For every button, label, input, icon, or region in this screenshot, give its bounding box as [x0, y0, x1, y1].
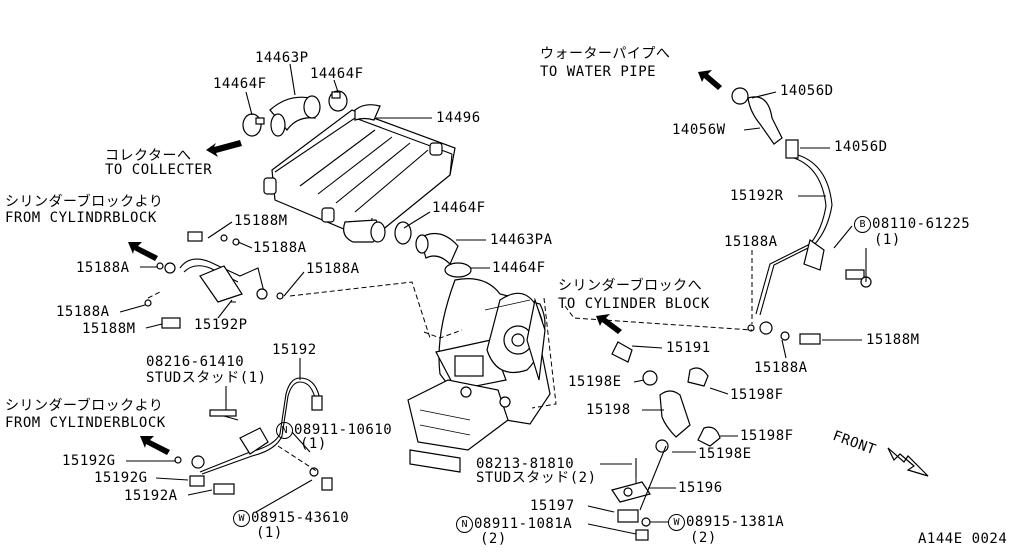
quantity-label: (1) — [256, 525, 283, 541]
part-label-15188a: 15188A — [76, 260, 130, 276]
note-water-pipe-jp: ウォーターパイプへ — [540, 46, 671, 62]
note-cylinder-from-en: FROM CYLINDERBLOCK — [5, 415, 166, 431]
part-label-15192g: 15192G — [94, 470, 148, 486]
note-cylinder-to-jp: シリンダーブロックへ — [558, 278, 703, 294]
part-label-15192a: 15192A — [124, 488, 178, 504]
part-label-15191: 15191 — [666, 340, 711, 356]
part-label-14464f: 14464F — [432, 200, 486, 216]
note-cylinder-to-en: TO CYLINDER BLOCK — [558, 296, 710, 312]
part-label-15192: 15192 — [272, 342, 317, 358]
part-label-08213-81810: 08213-81810 — [476, 456, 575, 472]
leader-lines — [119, 63, 867, 535]
part-label-15198e: 15198E — [698, 446, 752, 462]
hose-14463pa — [394, 221, 472, 278]
intercooler-14496 — [263, 104, 456, 243]
stud-label-2: STUDスタッド(2) — [476, 470, 597, 486]
part-label-15198f: 15198F — [740, 428, 794, 444]
part-label-15188a: 15188A — [754, 360, 808, 376]
part-label-14463pa: 14463PA — [490, 232, 553, 248]
oil-pipe-15192 — [174, 377, 333, 495]
stud-label-1: STUDスタッド(1) — [146, 370, 267, 386]
part-label-14056d: 14056D — [780, 83, 834, 99]
water-fittings-15198 — [611, 341, 721, 541]
oil-pipe-15192p — [144, 231, 284, 329]
direction-arrow-icon — [140, 436, 170, 455]
part-label-15188m: 15188M — [866, 332, 920, 348]
part-label-14464f: 14464F — [492, 260, 546, 276]
part-label-08216-61410: 08216-61410 — [146, 354, 245, 370]
part-label-15188a: 15188A — [724, 234, 778, 250]
part-label-15188a: 15188A — [306, 261, 360, 277]
part-label-14056w: 14056W — [672, 122, 726, 138]
note-cylinder-from-jp: シリンダーブロックより — [5, 194, 164, 210]
part-label-15188a: 15188A — [56, 304, 110, 320]
part-label-14463p: 14463P — [255, 50, 309, 66]
bolt-symbol-icon: B — [854, 216, 871, 233]
part-label-15198f: 15198F — [730, 387, 784, 403]
direction-arrow-icon — [128, 242, 158, 261]
part-label-14464f: 14464F — [213, 76, 267, 92]
washer-symbol-icon: W — [233, 510, 250, 527]
part-label-15198e: 15198E — [568, 374, 622, 390]
part-label-14496: 14496 — [436, 110, 481, 126]
washer-symbol-icon: W — [668, 514, 685, 531]
part-label-15196: 15196 — [678, 480, 723, 496]
routing-lines — [147, 250, 753, 486]
part-label-15192g: 15192G — [62, 453, 116, 469]
diagram-code: A144E 0024 — [918, 531, 1008, 547]
part-label-15192p: 15192P — [194, 317, 248, 333]
nut-symbol-icon: N — [456, 516, 473, 533]
part-label-15197: 15197 — [530, 498, 575, 514]
note-cylinder-from-en: FROM CYLINDRBLOCK — [5, 210, 157, 226]
quantity-label: (2) — [690, 530, 717, 546]
quantity-label: (2) — [480, 531, 507, 547]
quantity-label: (1) — [300, 436, 327, 452]
direction-arrow-icon — [698, 70, 722, 90]
front-arrow-icon — [887, 447, 929, 477]
part-label-15198: 15198 — [586, 402, 631, 418]
part-label-14056d: 14056D — [834, 139, 888, 155]
nut-symbol-icon: N — [276, 422, 293, 439]
turbocharger — [407, 278, 551, 473]
direction-arrow-icon — [596, 314, 622, 334]
part-label-15192r: 15192R — [730, 188, 784, 204]
part-label-14464f: 14464F — [310, 66, 364, 82]
note-water-pipe-en: TO WATER PIPE — [540, 64, 657, 80]
part-label-15188m: 15188M — [234, 213, 288, 229]
direction-arrow-icon — [206, 140, 242, 157]
note-collecter-jp: コレクターへ — [105, 148, 192, 164]
note-collecter-en: TO COLLECTER — [105, 162, 213, 178]
water-pipe-15192r — [731, 87, 872, 345]
part-label-15188a: 15188A — [253, 240, 307, 256]
part-label-15188m: 15188M — [82, 321, 136, 337]
quantity-label: (1) — [874, 232, 901, 248]
note-cylinder-from-jp: シリンダーブロックより — [5, 398, 164, 414]
